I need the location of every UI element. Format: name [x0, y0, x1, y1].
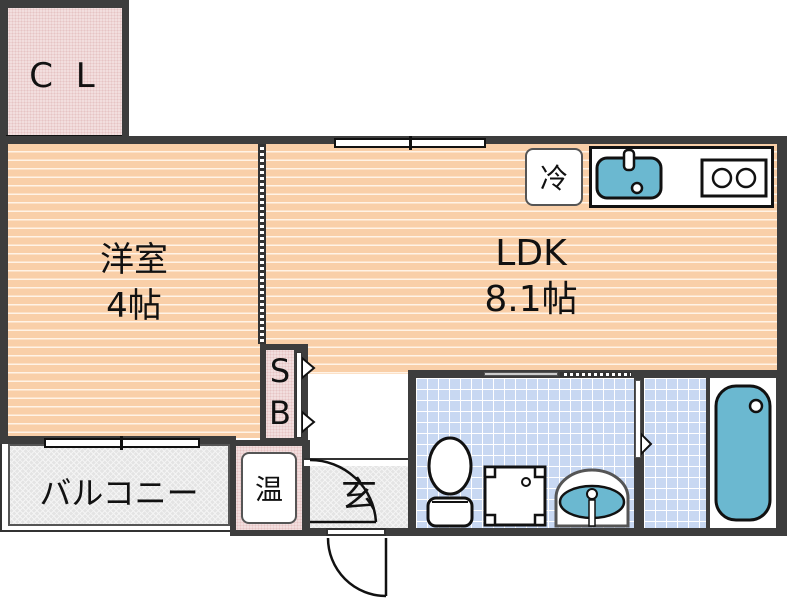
closet-label: C L [29, 56, 101, 96]
outer-wall-right [777, 136, 787, 536]
water-heater: 温 [241, 452, 297, 524]
two-burner-stove-icon [700, 158, 768, 198]
entrance-step [304, 458, 408, 466]
western-room: 洋室 4帖 [8, 144, 260, 438]
shoe-box: S B [266, 350, 294, 438]
door-swing-icon [641, 432, 653, 456]
washing-machine-icon [483, 465, 547, 527]
shoe-box-label-b: B [269, 394, 291, 432]
outer-wall-left [0, 136, 8, 442]
refrigerator-label: 冷 [539, 162, 568, 195]
toilet-icon [426, 436, 474, 528]
partition-door[interactable] [635, 380, 641, 458]
shoe-box-label-s: S [269, 352, 291, 390]
sliding-partition[interactable] [258, 144, 266, 344]
shoe-box-door[interactable] [296, 352, 302, 438]
door-swing-icon [309, 458, 378, 524]
door-swing-icon [302, 356, 316, 434]
front-door[interactable] [326, 536, 390, 598]
balcony-label: バルコニー [39, 474, 199, 512]
balcony-window-divider [120, 436, 123, 450]
front-door-frame [326, 528, 386, 536]
water-heater-label: 温 [254, 473, 283, 506]
bath-anteroom [644, 378, 706, 528]
washroom-sliding-door[interactable] [560, 372, 632, 377]
closet: C L [8, 8, 122, 136]
ldk-window-divider [409, 136, 412, 150]
western-room-size: 4帖 [106, 286, 162, 326]
refrigerator: 冷 [525, 148, 583, 206]
bathtub-icon [714, 384, 772, 522]
washroom-sliding-door[interactable] [484, 372, 558, 376]
wash-basin-icon [554, 468, 630, 528]
balcony: バルコニー [8, 444, 230, 526]
ldk-size: 8.1帖 [484, 279, 578, 320]
western-room-name: 洋室 [100, 240, 168, 280]
ldk-name: LDK [495, 233, 567, 274]
sink-icon [595, 148, 663, 200]
